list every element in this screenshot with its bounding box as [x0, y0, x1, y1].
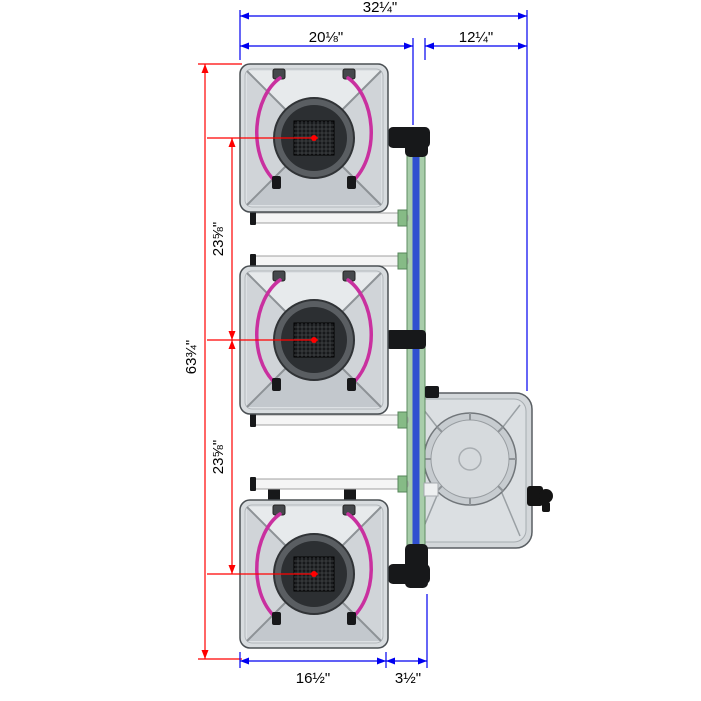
center-mark-module-1: [311, 135, 317, 141]
dim-label-overall-width: 32¼": [363, 0, 398, 16]
manifold-inner-pipe: [412, 152, 420, 564]
pipe-coupler-green: [397, 475, 408, 493]
dim-label-spacing-lower: 23⅝": [210, 440, 227, 475]
dim-label-overall-height: 63¾": [183, 340, 200, 375]
manifold-fittings: [386, 127, 430, 588]
reservoir: [407, 392, 553, 549]
pipe-port: [344, 487, 356, 502]
return-pipe-4: [251, 478, 409, 490]
bottom-elbow-horizontal: [388, 564, 430, 584]
red-dimensions: 63¾" 23⅝" 23⅝": [183, 63, 318, 660]
reservoir-lid-center: [458, 447, 482, 471]
pipe-coupler-green: [397, 209, 408, 227]
center-mark-module-3: [311, 571, 317, 577]
pipe-end-cap: [250, 211, 256, 225]
pipe-coupler-green: [397, 411, 408, 429]
dim-label-bottom-offset: 3½": [395, 670, 421, 687]
pump-hose-stub: [542, 502, 550, 512]
return-pipe-2: [251, 255, 409, 267]
pipe-end-cap: [250, 413, 256, 427]
pipe-end-cap: [250, 254, 256, 268]
pump-fitting: [527, 486, 543, 506]
dim-label-bottom-width: 16½": [296, 670, 331, 687]
dim-label-module-width: 20⅛": [309, 29, 344, 46]
reservoir-top-fitting: [425, 386, 439, 398]
return-pipe-1: [251, 212, 409, 224]
middle-module-tee: [386, 330, 426, 349]
blue-dimensions: 32¼" 20⅛" 12¼" 16½" 3½": [239, 0, 528, 687]
top-elbow-horizontal: [388, 127, 430, 148]
reservoir-lid-cap: [430, 419, 510, 499]
reservoir-lid-notches: [424, 413, 516, 505]
reservoir-inlet-stub: [423, 482, 439, 497]
reservoir-lid-ridges: [419, 404, 521, 537]
dim-label-right-width: 12¼": [459, 29, 494, 46]
pipe-coupler-green: [397, 252, 408, 270]
pipe-end-cap: [250, 477, 256, 491]
center-mark-module-2: [311, 337, 317, 343]
pipe-port: [268, 487, 280, 502]
dim-label-spacing-upper: 23⅝": [210, 222, 227, 257]
return-pipe-3: [251, 414, 409, 426]
pump-outlet: [539, 489, 553, 503]
